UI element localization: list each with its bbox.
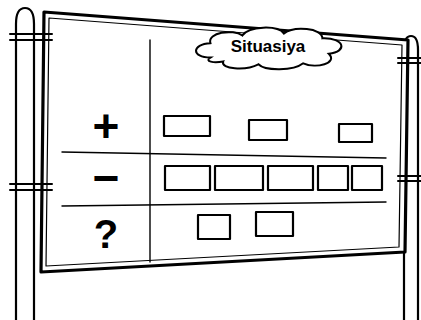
table-divider [149, 40, 150, 262]
title-text: Situasiya [231, 37, 306, 57]
cloud-shape [196, 28, 341, 70]
row-symbol: + [93, 103, 120, 149]
bracket [10, 34, 52, 40]
empty-box [215, 166, 263, 190]
empty-box [198, 215, 230, 239]
empty-box [165, 166, 210, 190]
bracket [398, 176, 421, 181]
bracket [10, 184, 52, 190]
table-divider [62, 202, 386, 206]
title-cloud: Situasiya [188, 23, 348, 71]
left-post [16, 8, 34, 320]
bracket [398, 58, 421, 63]
empty-box [318, 166, 348, 190]
board-frame [41, 12, 408, 272]
empty-box [268, 166, 313, 190]
empty-box [164, 116, 210, 136]
board-inner-frame [46, 18, 402, 266]
empty-box [256, 212, 293, 236]
empty-box [339, 124, 372, 142]
empty-box [352, 166, 382, 190]
empty-box [249, 120, 287, 140]
row-symbol: − [93, 155, 120, 201]
row-symbol: ? [94, 214, 118, 254]
